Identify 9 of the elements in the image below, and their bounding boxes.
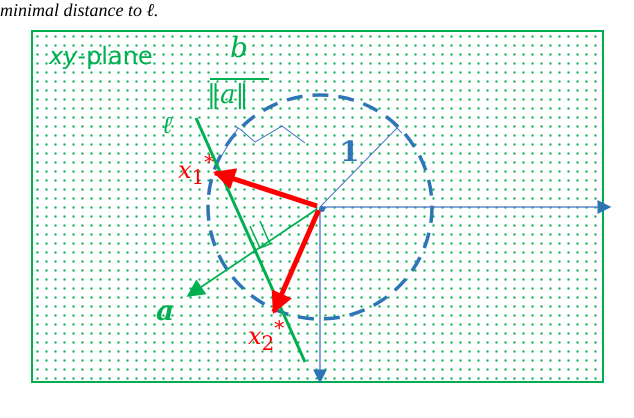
plane-label: xy-plane [49, 44, 153, 68]
caption-text: minimal distance to ℓ. [0, 1, 158, 19]
point-label-text: a [156, 297, 174, 325]
plane-panel [31, 30, 604, 383]
radius-label: 1 [340, 138, 360, 166]
arrow [212, 168, 318, 208]
line-label: ℓ [162, 113, 172, 137]
arrow [186, 208, 318, 297]
arrow [272, 209, 321, 314]
